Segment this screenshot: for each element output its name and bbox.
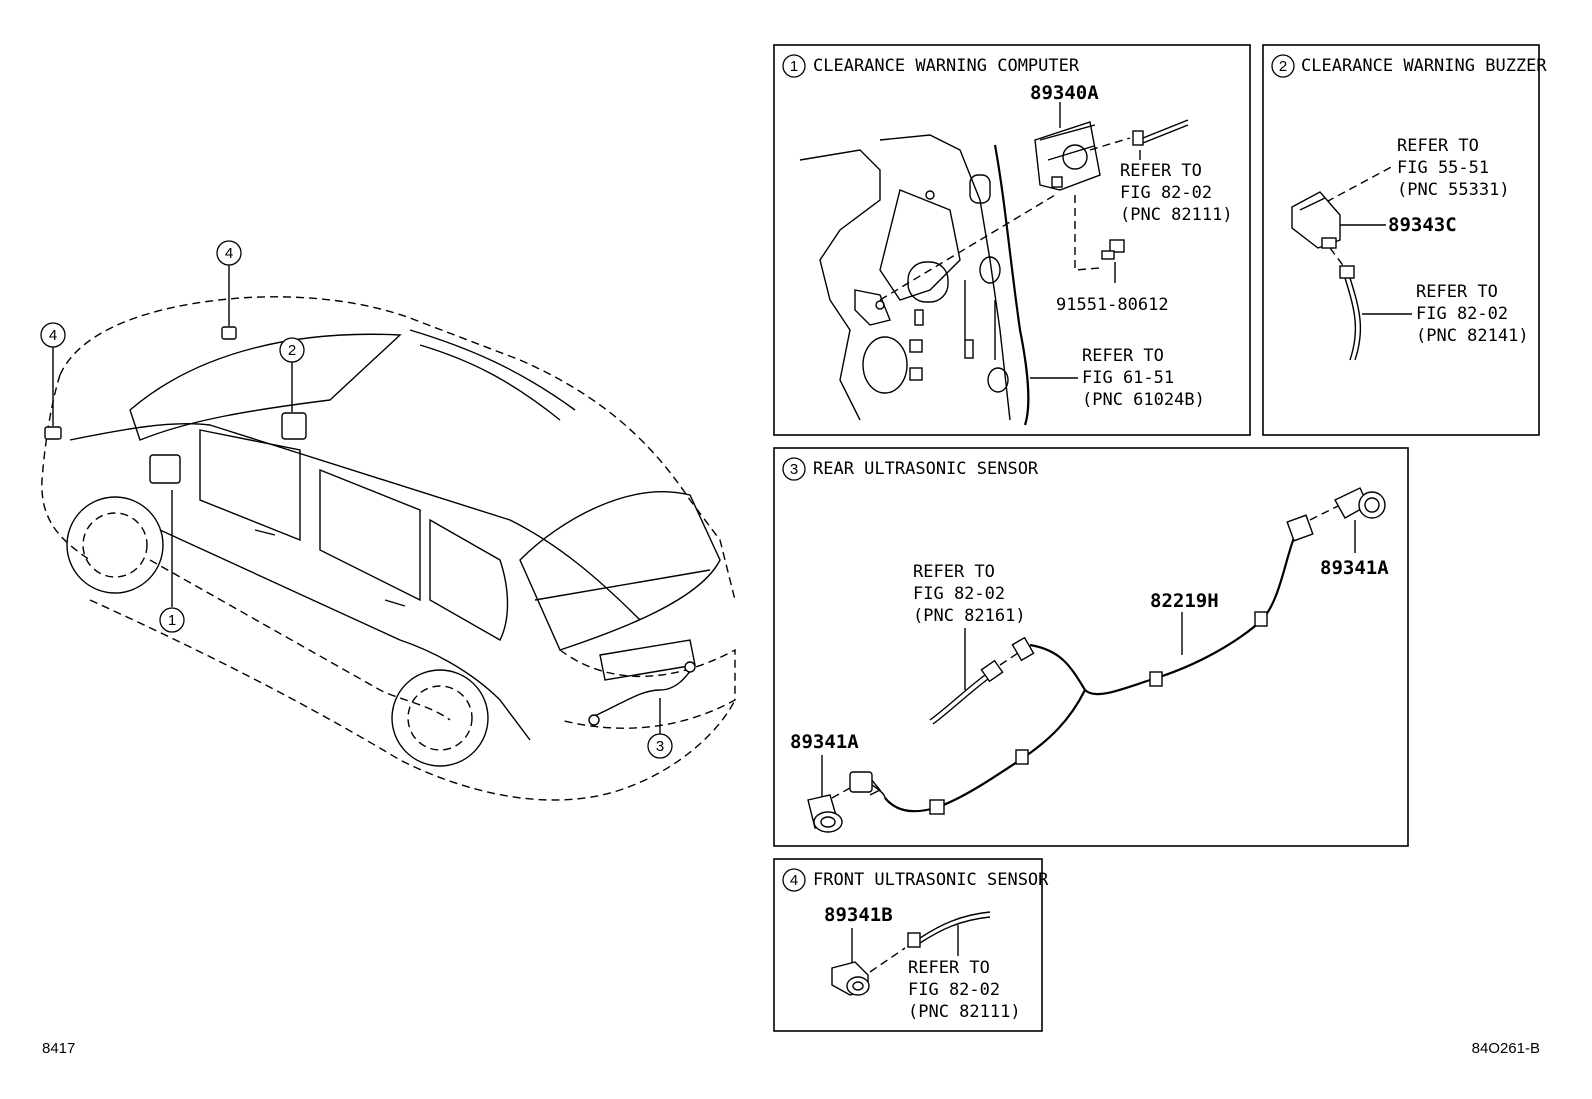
svg-text:4: 4 [49,327,57,344]
part-89340a-label: 89340A [1030,82,1099,104]
svg-text:REFER TO: REFER TO [1082,346,1164,366]
page-code-right: 84O261-B [1472,1040,1540,1057]
panel-clearance-warning-computer: 1 CLEARANCE WARNING COMPUTER 89340A [773,44,1251,436]
svg-text:(PNC 55331): (PNC 55331) [1397,180,1510,200]
buzzer-location-marker [281,412,307,440]
part-91551-80612-label: 91551-80612 [1056,295,1169,315]
callout-4-top: 4 [216,240,242,266]
svg-text:REFER TO: REFER TO [913,562,995,582]
part-89343c-label: 89343C [1388,214,1457,236]
callout-4-left: 4 [40,322,66,348]
svg-text:FIG 82-02: FIG 82-02 [1120,183,1212,203]
panel4-title: FRONT ULTRASONIC SENSOR [813,870,1049,890]
svg-text:3: 3 [656,738,664,755]
panel-clearance-warning-buzzer: 2 CLEARANCE WARNING BUZZER REFER TO FIG … [1262,44,1547,436]
panel-front-ultrasonic-sensor: 4 FRONT ULTRASONIC SENSOR 89341B REFER T… [773,858,1049,1032]
panel3-title: REAR ULTRASONIC SENSOR [813,459,1039,479]
front-sensor-89341b [831,961,870,996]
callout-1: 1 [159,607,185,633]
panel2-title: CLEARANCE WARNING BUZZER [1301,56,1547,76]
panel-rear-ultrasonic-sensor: 3 REAR ULTRASONIC SENSOR REFER TO FIG 82… [773,447,1409,847]
svg-text:1: 1 [168,612,176,629]
rear-sensor-left-89341a [807,794,843,833]
panel1-title: CLEARANCE WARNING COMPUTER [813,56,1080,76]
svg-text:REFER TO: REFER TO [1397,136,1479,156]
svg-text:FIG 55-51: FIG 55-51 [1397,158,1489,178]
svg-text:FIG 61-51: FIG 61-51 [1082,368,1174,388]
svg-text:(PNC 82141): (PNC 82141) [1416,326,1529,346]
buzzer-unit-89343c [1291,191,1341,249]
svg-text:REFER TO: REFER TO [1416,282,1498,302]
svg-text:(PNC 82161): (PNC 82161) [913,606,1026,626]
vehicle-overview: 1 2 3 4 4 [40,240,736,801]
part-82219h-label: 82219H [1150,590,1219,612]
svg-text:2: 2 [288,342,296,359]
panel1-number: 1 [790,58,798,75]
part-89341a-left-label: 89341A [790,731,859,753]
rear-sensor-right-89341a [1334,487,1386,519]
svg-text:REFER TO: REFER TO [1120,161,1202,181]
svg-text:4: 4 [225,245,233,262]
front-sensor-location-marker-side [44,426,62,440]
svg-text:(PNC 61024B): (PNC 61024B) [1082,390,1205,410]
computer-unit-89340a [1034,121,1101,191]
svg-text:FIG 82-02: FIG 82-02 [908,980,1000,1000]
panel4-number: 4 [790,872,798,889]
callout-2: 2 [279,337,305,363]
svg-text:FIG 82-02: FIG 82-02 [1416,304,1508,324]
svg-text:REFER TO: REFER TO [908,958,990,978]
part-89341a-right-label: 89341A [1320,557,1389,579]
panel3-number: 3 [790,461,798,478]
svg-text:(PNC 82111): (PNC 82111) [1120,205,1233,225]
panel2-number: 2 [1279,58,1287,75]
rear-harness-on-vehicle [589,664,696,719]
callout-3: 3 [647,733,673,759]
harness-82219h [884,514,1314,815]
page-code-left: 8417 [42,1040,75,1057]
bolt-91551-80612 [1101,239,1125,260]
part-89341b-label: 89341B [824,904,893,926]
computer-location-marker [149,454,181,484]
svg-text:FIG 82-02: FIG 82-02 [913,584,1005,604]
front-sensor-location-marker-upper [221,326,237,340]
svg-text:(PNC 82111): (PNC 82111) [908,1002,1021,1022]
